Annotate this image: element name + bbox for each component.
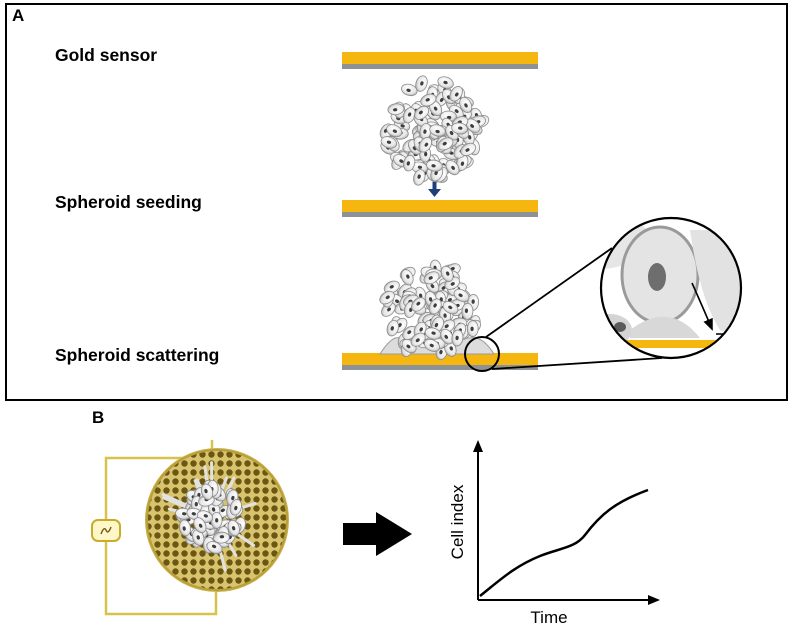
cell-icon — [461, 303, 474, 320]
cell-icon — [440, 328, 454, 345]
cell-icon — [200, 483, 214, 501]
seeding-sensor-plate — [342, 200, 538, 217]
cell-index-curve — [479, 488, 649, 597]
cell-icon — [410, 332, 426, 347]
cell-icon — [411, 297, 426, 312]
cell-icon — [193, 517, 207, 534]
cell-icon — [437, 76, 454, 89]
gold-sensor-plate — [342, 52, 538, 69]
cell-icon — [413, 169, 426, 186]
cell-index-graph: Cell index Time — [448, 440, 660, 627]
scattered-cells — [161, 461, 257, 572]
zoom-indicator — [464, 247, 663, 372]
label-gold-sensor: Gold sensor — [55, 45, 158, 65]
cell-icon — [423, 271, 440, 285]
panel-a-frame — [5, 3, 788, 401]
panel-b-letter: B — [92, 408, 105, 427]
panel-a-letter: A — [12, 6, 25, 25]
label-spheroid-seeding: Spheroid seeding — [55, 192, 202, 212]
cell-icon — [383, 280, 400, 294]
cell-icon — [440, 265, 454, 282]
cell-icon — [466, 320, 479, 338]
cell-icon — [380, 136, 398, 149]
cell-icon — [449, 86, 463, 102]
process-arrow-icon — [343, 512, 412, 556]
cell-icon — [386, 319, 399, 337]
cell-icon — [179, 519, 191, 537]
cell-icon — [428, 298, 442, 315]
resistor-icon — [91, 519, 121, 542]
cell-icon — [403, 154, 416, 172]
cell-icon — [426, 159, 443, 172]
cell-icon — [429, 124, 446, 137]
graph-ylabel: Cell index — [448, 484, 467, 559]
graph-xlabel: Time — [530, 608, 567, 627]
cell-icon — [213, 531, 230, 544]
cell-icon — [401, 83, 418, 97]
cell-icon — [445, 160, 460, 176]
cell-icon — [386, 124, 403, 138]
cell-icon — [424, 338, 440, 352]
label-spheroid-scattering: Spheroid scattering — [55, 345, 220, 365]
cell-icon — [229, 499, 242, 516]
cell-icon — [227, 519, 240, 537]
cell-icon — [424, 327, 442, 340]
cell-icon — [451, 329, 464, 347]
cell-icon — [210, 512, 223, 529]
cell-icon — [387, 103, 405, 116]
cell-icon — [414, 105, 430, 120]
cell-icon — [420, 93, 437, 107]
cell-icon — [442, 301, 459, 315]
spheroid-floating — [379, 75, 490, 186]
cell-icon — [402, 107, 416, 124]
cell-icon — [453, 288, 470, 303]
cell-icon — [460, 142, 477, 156]
cell-icon — [418, 136, 433, 153]
cell-icon — [459, 97, 473, 113]
cell-icon — [379, 290, 395, 305]
cell-icon — [451, 122, 468, 135]
arrow-down-icon — [428, 182, 441, 197]
cell-icon — [437, 137, 454, 151]
cell-icon — [415, 75, 428, 92]
